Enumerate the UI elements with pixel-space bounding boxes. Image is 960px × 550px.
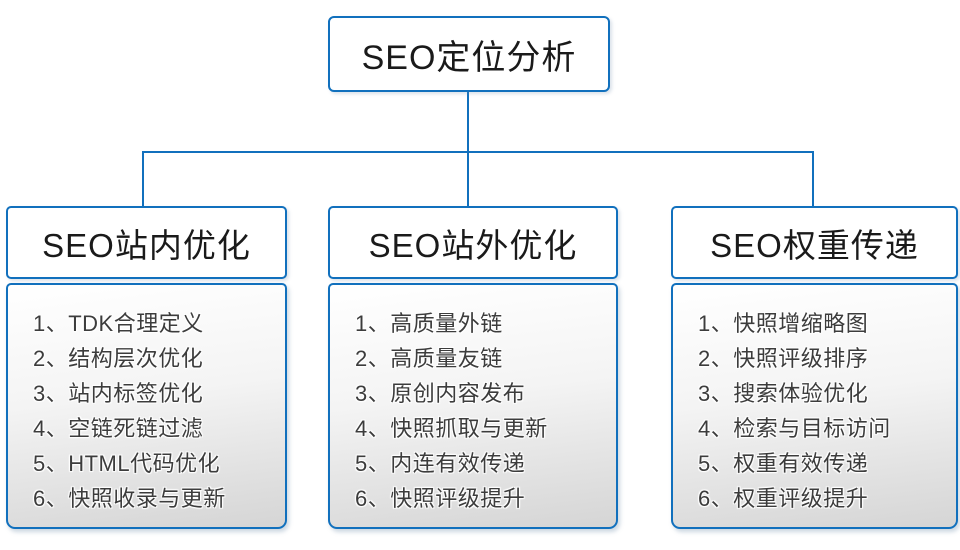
list-item: 3、原创内容发布 bbox=[355, 381, 526, 406]
list-item: 5、HTML代码优化 bbox=[33, 451, 221, 476]
list-item: 4、快照抓取与更新 bbox=[355, 416, 548, 441]
column-offsite-header: SEO站外优化 bbox=[328, 206, 618, 279]
list-item: 5、内连有效传递 bbox=[355, 451, 526, 476]
column-onsite-title: SEO站内优化 bbox=[42, 226, 251, 264]
connector-root-vertical bbox=[467, 91, 469, 152]
list-item: 2、结构层次优化 bbox=[33, 346, 204, 371]
connector-right-stub bbox=[812, 151, 814, 208]
list-item: 6、快照评级提升 bbox=[355, 486, 526, 511]
list-item: 1、高质量外链 bbox=[355, 311, 503, 336]
list-item: 3、搜索体验优化 bbox=[698, 381, 869, 406]
column-onsite-body: 1、TDK合理定义 2、结构层次优化 3、站内标签优化 4、空链死链过滤 5、H… bbox=[6, 283, 287, 529]
column-weight-header: SEO权重传递 bbox=[671, 206, 958, 279]
column-offsite-body: 1、高质量外链 2、高质量友链 3、原创内容发布 4、快照抓取与更新 5、内连有… bbox=[328, 283, 618, 529]
column-weight-body: 1、快照增缩略图 2、快照评级排序 3、搜索体验优化 4、检索与目标访问 5、权… bbox=[671, 283, 958, 529]
column-onsite-header: SEO站内优化 bbox=[6, 206, 287, 279]
list-item: 4、检索与目标访问 bbox=[698, 416, 891, 441]
connector-center-stub bbox=[467, 151, 469, 208]
column-weight-title: SEO权重传递 bbox=[710, 226, 919, 264]
list-item: 6、权重评级提升 bbox=[698, 486, 869, 511]
connector-horizontal bbox=[142, 151, 814, 153]
root-node-label: SEO定位分析 bbox=[361, 38, 577, 77]
list-item: 4、空链死链过滤 bbox=[33, 416, 204, 441]
column-offsite-title: SEO站外优化 bbox=[368, 226, 578, 264]
list-item: 6、快照收录与更新 bbox=[33, 486, 226, 511]
list-item: 1、TDK合理定义 bbox=[33, 311, 204, 336]
root-node: SEO定位分析 bbox=[328, 16, 610, 92]
list-item: 2、快照评级排序 bbox=[698, 346, 869, 371]
list-item: 5、权重有效传递 bbox=[698, 451, 869, 476]
list-item: 2、高质量友链 bbox=[355, 346, 503, 371]
list-item: 1、快照增缩略图 bbox=[698, 311, 869, 336]
connector-left-stub bbox=[142, 151, 144, 208]
list-item: 3、站内标签优化 bbox=[33, 381, 204, 406]
